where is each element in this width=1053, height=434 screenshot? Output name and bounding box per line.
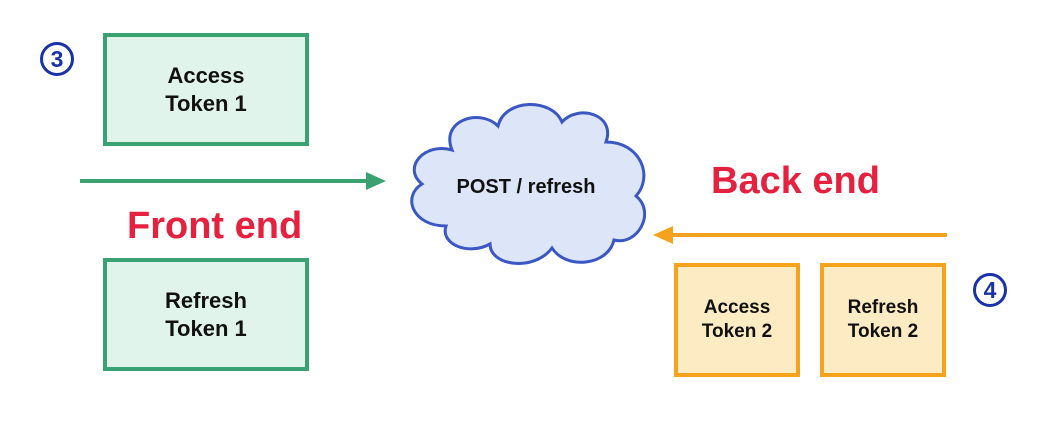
backend-refresh-token-box: Refresh Token 2 bbox=[820, 263, 946, 377]
backend-refresh-token-line2: Token 2 bbox=[847, 321, 919, 342]
request-arrow bbox=[80, 172, 386, 190]
frontend-refresh-token-line2: Token 1 bbox=[165, 315, 247, 341]
frontend-refresh-token-box: Refresh Token 1 bbox=[103, 258, 309, 371]
endpoint-label: POST / refresh bbox=[456, 176, 596, 198]
cloud-icon bbox=[410, 103, 647, 265]
frontend-access-token-line2: Token 1 bbox=[165, 90, 247, 116]
backend-label: Back end bbox=[711, 160, 880, 202]
frontend-refresh-token-line1: Refresh bbox=[165, 288, 247, 313]
frontend-access-token-line1: Access bbox=[167, 63, 245, 88]
response-arrow bbox=[653, 226, 947, 244]
step-four-badge: 4 bbox=[973, 273, 1007, 307]
step-four-number: 4 bbox=[983, 276, 997, 303]
step-three-number: 3 bbox=[50, 45, 64, 72]
backend-refresh-token-line1: Refresh bbox=[847, 297, 919, 319]
step-three-badge: 3 bbox=[40, 42, 74, 76]
frontend-label: Front end bbox=[127, 205, 303, 247]
frontend-access-token-box: Access Token 1 bbox=[103, 33, 309, 146]
backend-access-token-line1: Access bbox=[703, 297, 771, 319]
backend-access-token-box: Access Token 2 bbox=[674, 263, 800, 377]
backend-access-token-line2: Token 2 bbox=[701, 321, 773, 342]
